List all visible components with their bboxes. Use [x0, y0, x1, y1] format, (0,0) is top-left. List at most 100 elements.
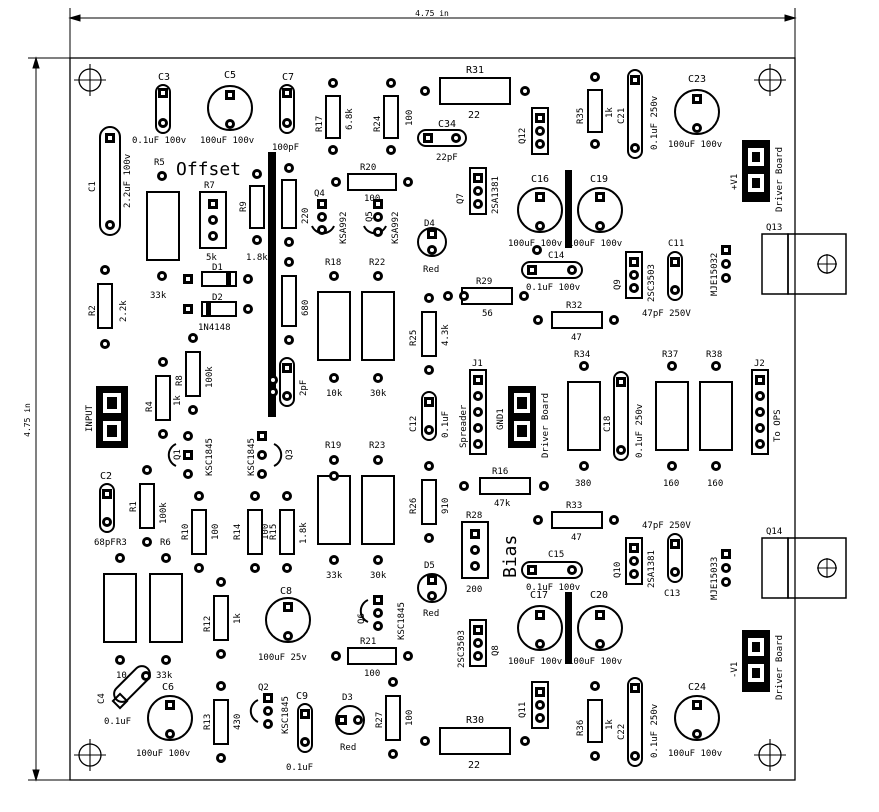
value-c3: 0.1uF 100v — [132, 136, 186, 146]
value-c16: 100uF 100v — [508, 239, 562, 249]
dimension-width-label: 4.75 in — [415, 9, 449, 18]
value-r12: 1k — [233, 613, 243, 624]
dimension-height-label: 4.75 in — [23, 403, 32, 437]
label-c17: C17 — [530, 590, 548, 601]
resistor-r23 — [361, 455, 395, 565]
mounting-hole — [73, 63, 107, 97]
label-pv1: +V1 — [730, 174, 740, 190]
pad — [157, 271, 167, 281]
value-q8: 2SC3503 — [457, 630, 467, 668]
capacitor-c13 — [667, 533, 683, 583]
resistor-r32 — [533, 311, 619, 329]
resistor-r22 — [361, 271, 395, 383]
label-q12: Q12 — [518, 128, 528, 144]
value-q7: 2SA1381 — [491, 176, 501, 214]
label-c22: C22 — [617, 724, 627, 740]
label-r37: R37 — [662, 350, 678, 360]
resistor-r36 — [587, 681, 603, 761]
label-r34: R34 — [574, 350, 590, 360]
label-bias: Bias — [500, 535, 521, 578]
label-r14: R14 — [233, 524, 243, 540]
transistor-q2 — [249, 693, 273, 729]
transistor-q13 — [761, 233, 847, 295]
value-j1: Spreader — [459, 404, 469, 448]
resistor-r17 — [325, 78, 341, 155]
led-d4 — [417, 227, 447, 257]
label-c24: C24 — [688, 682, 706, 693]
label-d4: D4 — [424, 219, 435, 229]
label-r15: R15 — [269, 524, 279, 540]
label-c18: C18 — [603, 416, 613, 432]
capacitor-c22 — [627, 677, 643, 767]
label-q4: Q4 — [314, 189, 325, 199]
capacitor-c19 — [577, 187, 623, 233]
label-driver-board-3: Driver Board — [775, 635, 785, 700]
value-c5: 100uF 100v — [200, 136, 254, 146]
value-r17: 6.8k — [345, 108, 355, 130]
value-q4: KSA992 — [339, 211, 349, 244]
trimmer-r7 — [199, 191, 227, 249]
value-r38: 160 — [707, 479, 723, 489]
label-r29: R29 — [476, 277, 492, 287]
label-r38: R38 — [706, 350, 722, 360]
capacitor-c3 — [155, 84, 171, 134]
diode-d1 — [183, 271, 253, 287]
value-r21: 100 — [364, 669, 380, 679]
value-q3: KSC1845 — [247, 438, 257, 476]
resistor-r5-body — [146, 191, 180, 261]
value-r10: 100 — [211, 524, 221, 540]
label-c4: C4 — [97, 693, 107, 704]
label-r21: R21 — [360, 637, 376, 647]
value-r25: 4.3k — [441, 324, 451, 346]
value-r8: 100k — [205, 366, 215, 388]
label-r7: R7 — [204, 181, 215, 191]
value-r7: 5k — [206, 253, 217, 263]
value-r30: 22 — [468, 760, 480, 771]
label-r22: R22 — [369, 258, 385, 268]
capacitor-c23 — [674, 89, 720, 135]
resistor-r18 — [317, 271, 351, 383]
label-q8: Q8 — [491, 645, 501, 656]
resistor-r10 — [191, 491, 207, 573]
resistor-r13 — [213, 681, 229, 763]
led-d3 — [335, 705, 365, 735]
label-d5: D5 — [424, 561, 435, 571]
value-r1: 100k — [159, 502, 169, 524]
capacitor-c2 — [99, 483, 115, 533]
transistor-q9 — [625, 251, 643, 299]
dimension-top — [68, 8, 797, 58]
value-j2: To OPS — [773, 409, 783, 442]
value-r28: 200 — [466, 585, 482, 595]
value-r35: 1k — [605, 107, 615, 118]
value-q2: KSC1845 — [281, 696, 291, 734]
resistor-r25 — [421, 293, 437, 375]
resistor-r14 — [247, 491, 263, 573]
diode-d2 — [183, 301, 253, 317]
led-d5 — [417, 573, 447, 603]
value-r27: 100 — [405, 710, 415, 726]
resistor-r33 — [533, 511, 619, 529]
value-r15: 1.8k — [299, 522, 309, 544]
resistor-r4 — [155, 357, 171, 439]
pad — [115, 553, 125, 563]
value-c22: 0.1uF 250v — [650, 704, 660, 758]
value-r34: 380 — [575, 479, 591, 489]
pad — [157, 171, 167, 181]
capacitor-c9 — [297, 703, 313, 753]
resistor-r11 — [281, 163, 297, 247]
connector-nv1 — [742, 630, 770, 692]
value-c7: 100pF — [272, 143, 299, 153]
resistor-r21 — [331, 647, 413, 665]
value-c18: 0.1uF 250v — [635, 404, 645, 458]
capacitor-c20 — [577, 605, 623, 651]
connector-j2 — [751, 369, 769, 455]
label-q14: Q14 — [766, 527, 782, 537]
value-c21: 0.1uF 250v — [650, 96, 660, 150]
label-c8: C8 — [280, 586, 292, 597]
transistor-q1 — [167, 431, 193, 479]
capacitor-c15 — [521, 561, 583, 579]
label-r25: R25 — [409, 330, 419, 346]
mounting-hole — [753, 63, 787, 97]
label-q11: Q11 — [518, 702, 528, 718]
label-r27: R27 — [375, 712, 385, 728]
